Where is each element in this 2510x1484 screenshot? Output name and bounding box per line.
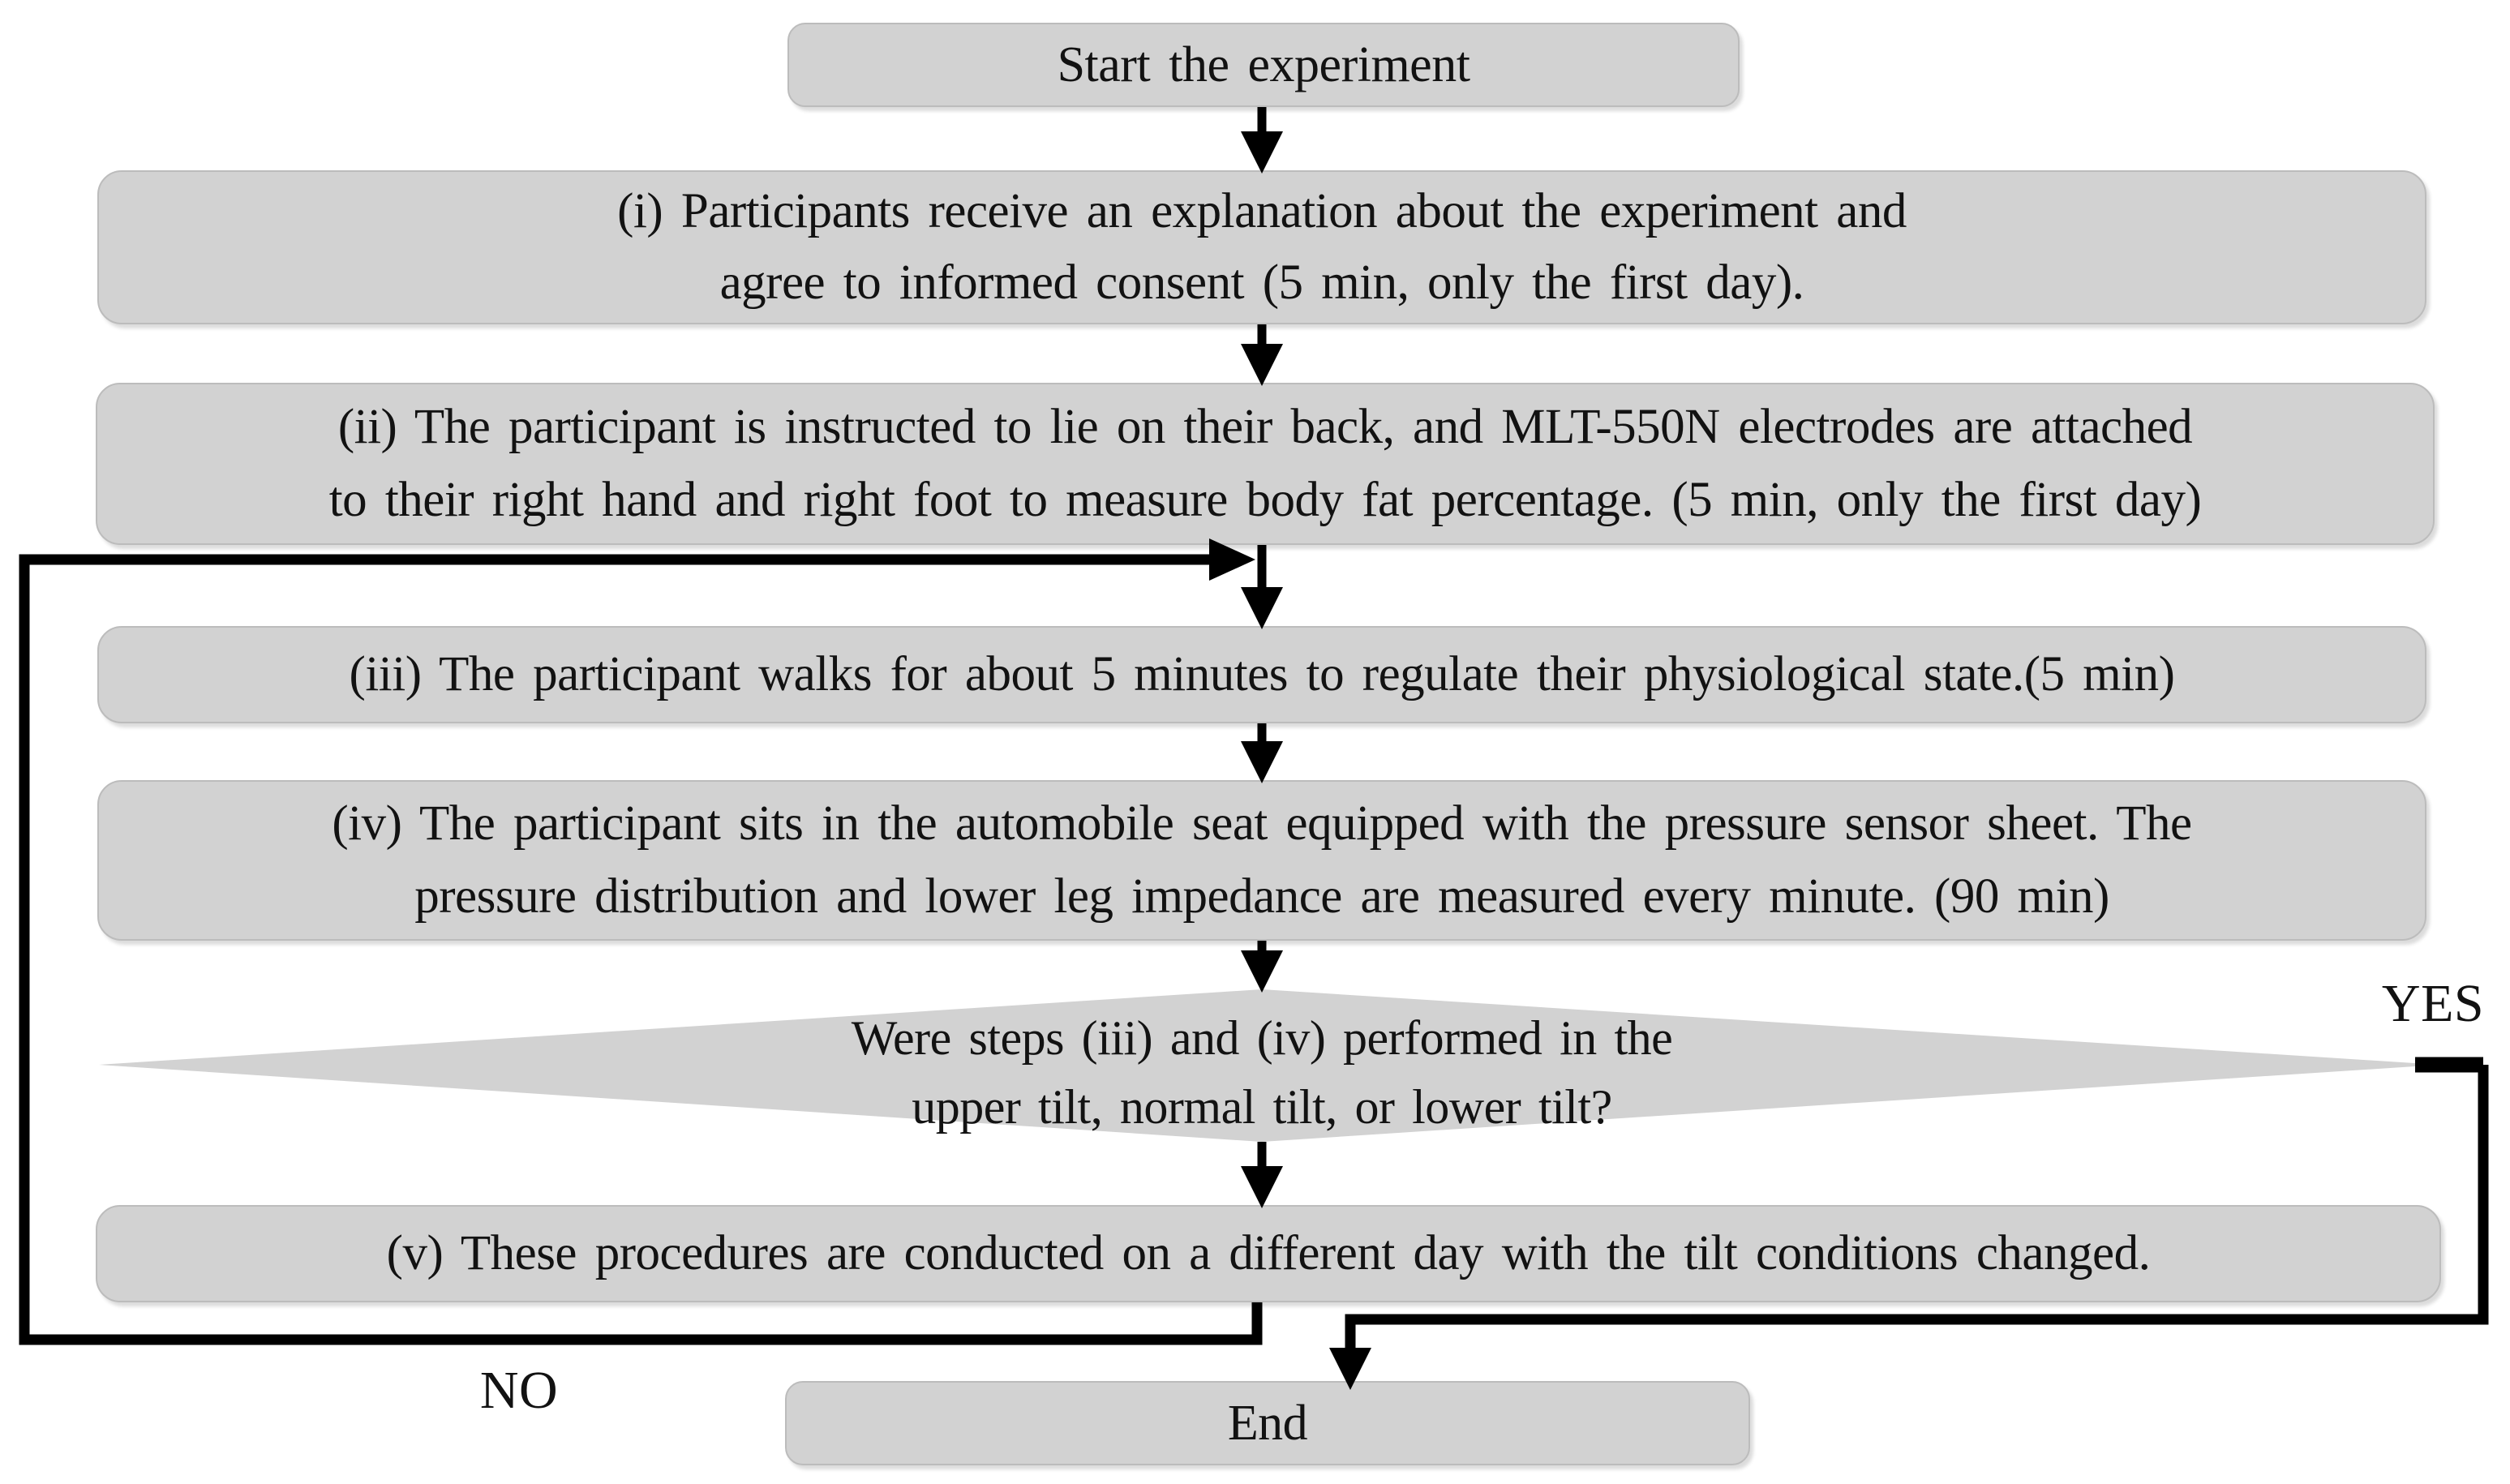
node-text-line: pressure distribution and lower leg impe… (414, 869, 2109, 924)
arrowhead-no-loop-junction (1209, 538, 1255, 581)
arrowhead-yes-to-end (1329, 1348, 1371, 1390)
node-step-iv: (iv) The participant sits in the automob… (97, 780, 2426, 941)
arrowhead-step-iii-to-step-iv (1241, 741, 1283, 783)
node-start: Start the experiment (787, 23, 1740, 107)
node-text-line: Were steps (iii) and (iv) performed in t… (851, 1011, 1673, 1065)
node-text-line: (iv) The participant sits in the automob… (332, 796, 2192, 851)
node-text-line: (ii) The participant is instructed to li… (337, 400, 2193, 454)
node-text-line: agree to informed consent (5 min, only t… (719, 255, 1804, 310)
node-text-line: (v) These procedures are conducted on a … (386, 1226, 2151, 1280)
arrowhead-start-to-step-i (1241, 131, 1283, 174)
node-step-iii: (iii) The participant walks for about 5 … (97, 626, 2426, 723)
arrowhead-step-ii-to-step-iii (1241, 587, 1283, 629)
node-end: End (785, 1381, 1750, 1465)
arrowhead-decision-to-step-v (1241, 1166, 1283, 1208)
node-decision: Were steps (iii) and (iv) performed in t… (487, 1004, 2037, 1142)
connector-yes-path (1345, 1065, 2489, 1353)
arrowhead-step-i-to-step-ii (1241, 344, 1283, 386)
node-step-ii: (ii) The participant is instructed to li… (96, 383, 2435, 545)
connector-no-loop (19, 554, 1263, 1345)
node-text-line: to their right hand and right foot to me… (328, 473, 2202, 527)
node-text-line: (i) Participants receive an explanation … (617, 184, 1907, 238)
edge-label-no: NO (479, 1361, 559, 1420)
decision-diamond-shape (99, 989, 2439, 1142)
arrowhead-step-iv-to-decision (1241, 950, 1283, 993)
node-step-i: (i) Participants receive an explanation … (97, 170, 2426, 324)
edge-label-yes: YES (2381, 974, 2485, 1033)
node-text-line: End (1227, 1396, 1308, 1451)
node-text-line: upper tilt, normal tilt, or lower tilt? (912, 1080, 1612, 1134)
node-text-line: (iii) The participant walks for about 5 … (349, 647, 2175, 701)
node-text-line: Start the experiment (1057, 37, 1470, 92)
node-step-v: (v) These procedures are conducted on a … (96, 1205, 2441, 1302)
